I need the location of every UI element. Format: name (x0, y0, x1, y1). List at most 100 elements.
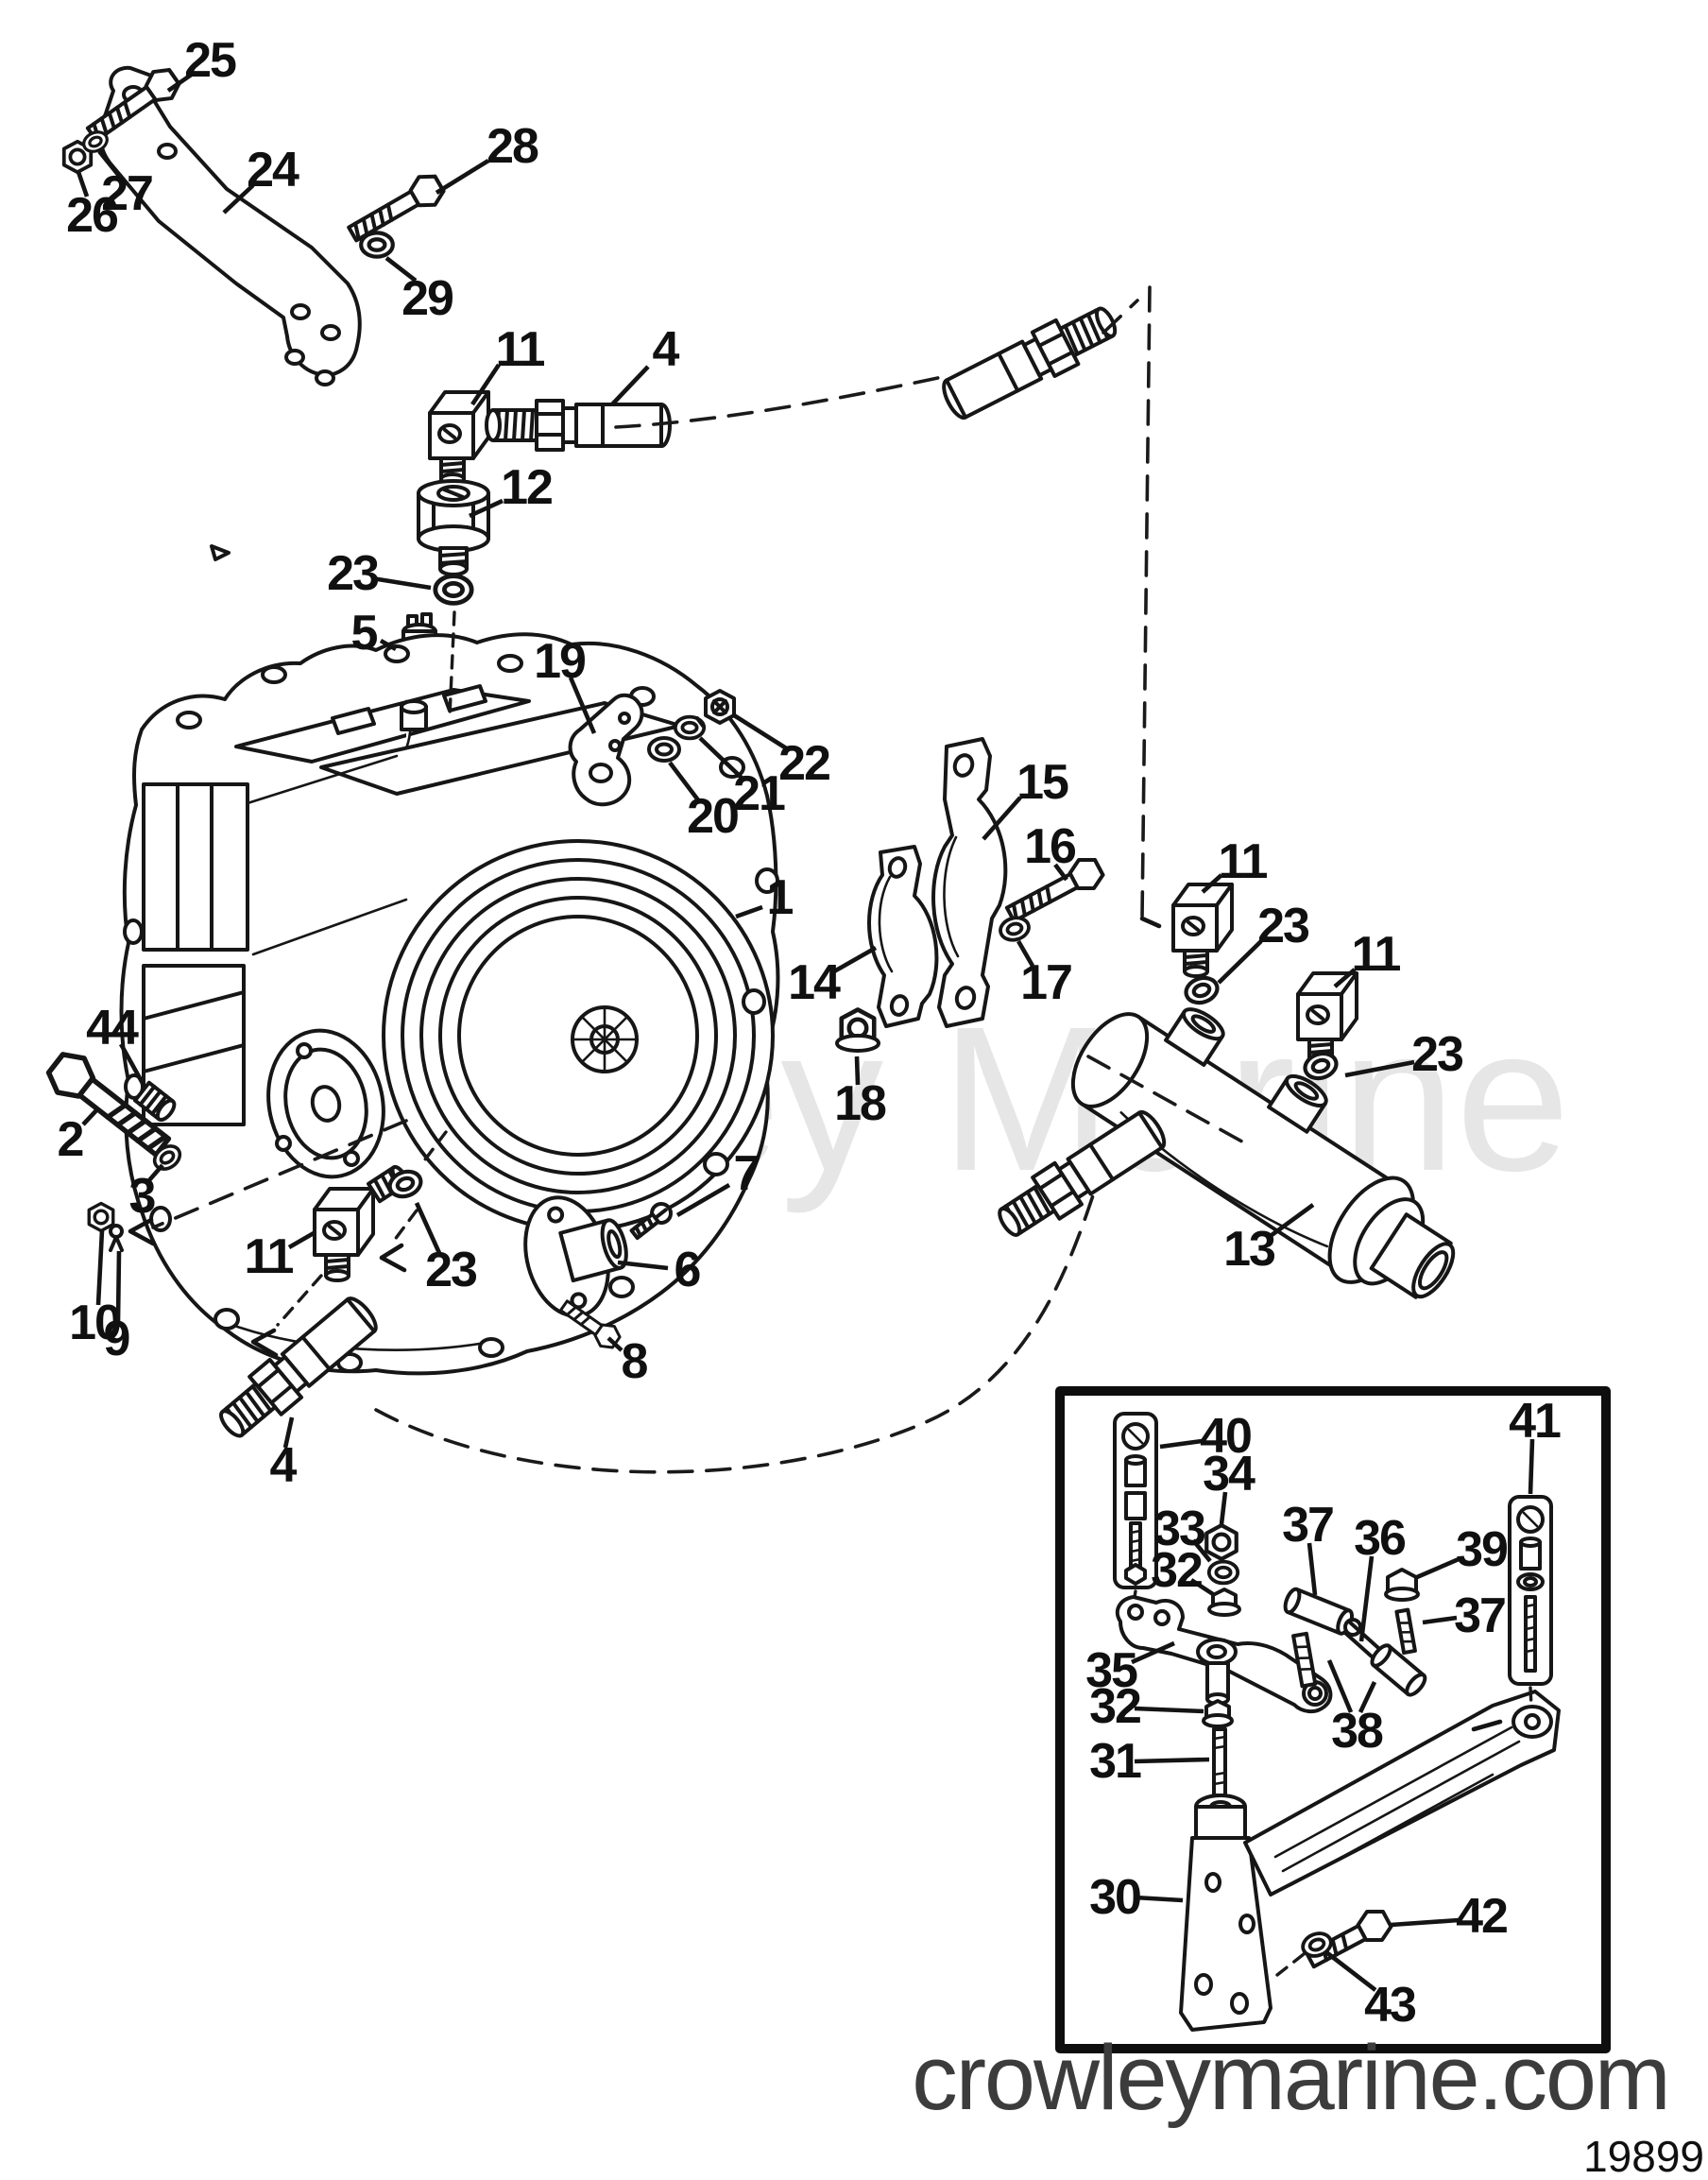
callout-11: 11 (496, 322, 545, 377)
callout-leader-line (166, 72, 195, 93)
callout-leader-line (568, 677, 597, 734)
callout-leader-line (832, 946, 878, 973)
callout-11: 11 (245, 1229, 294, 1284)
plug-44-icon (133, 1080, 177, 1123)
callout-1: 1 (767, 870, 794, 925)
sealing-washer-23-icon (436, 576, 471, 604)
bolt-8-icon (558, 1299, 622, 1349)
callout-leader-line (81, 1107, 100, 1126)
washer-20-icon (647, 736, 681, 763)
callout-23: 23 (1411, 1027, 1463, 1082)
callout-leader-line (617, 1260, 669, 1271)
callout-25: 25 (184, 33, 236, 88)
callout-leader-line (735, 904, 763, 919)
callout-3: 3 (129, 1169, 156, 1224)
callout-38: 38 (1331, 1704, 1383, 1759)
callout-leader-line (854, 1056, 861, 1086)
callout-leader-line (1390, 1917, 1460, 1928)
callout-21: 21 (733, 766, 785, 821)
callout-32: 32 (1089, 1679, 1140, 1734)
callout-35: 35 (1085, 1643, 1137, 1698)
callout-leader-line (606, 1336, 623, 1352)
callout-leader-line (287, 1231, 316, 1249)
callout-9: 9 (104, 1312, 129, 1366)
callout-40: 40 (1200, 1409, 1251, 1464)
callout-leader-line (1189, 1578, 1215, 1596)
callout-leader-line (1201, 873, 1223, 894)
callout-4: 4 (270, 1438, 298, 1493)
callout-14: 14 (788, 955, 841, 1010)
callout-31: 31 (1089, 1734, 1141, 1789)
callout-leader-line (1266, 1203, 1315, 1240)
pointer-mark-icon (210, 544, 231, 561)
callout-23: 23 (425, 1243, 477, 1297)
callout-29: 29 (401, 271, 453, 326)
callout-leader-line (1324, 1950, 1377, 1992)
callout-leader-line (1134, 1757, 1210, 1764)
screw-7-icon (629, 1202, 673, 1241)
callout-leader-line (1217, 939, 1263, 985)
callout-leader-line (414, 1202, 442, 1254)
callout-leader-line (469, 498, 504, 519)
callout-30: 30 (1089, 1870, 1140, 1925)
callout-leader-line (1416, 1556, 1460, 1580)
callout-37: 37 (1454, 1588, 1505, 1643)
callout-11: 11 (1219, 834, 1268, 889)
callout-leader-line (1307, 1542, 1318, 1596)
callout-6: 6 (675, 1243, 701, 1297)
callout-27: 27 (101, 166, 152, 221)
part-24-mounting-bracket (98, 65, 362, 386)
washer-17-icon (996, 913, 1033, 945)
callout-28: 28 (487, 119, 538, 174)
callout-17: 17 (1020, 955, 1071, 1010)
callout-leader-line (732, 713, 790, 751)
callout-18: 18 (834, 1076, 886, 1131)
callout-leader-line (470, 363, 501, 406)
callout-26: 26 (66, 188, 118, 243)
callout-24: 24 (247, 143, 299, 197)
callout-20: 20 (687, 789, 738, 844)
callout-22: 22 (778, 736, 829, 791)
callout-leader-line (435, 159, 490, 195)
callout-12: 12 (501, 460, 552, 515)
callout-leader-line (698, 736, 744, 781)
callout-41: 41 (1509, 1394, 1561, 1449)
callout-leader-line (95, 1229, 105, 1306)
elbow-fitting-11-icon (1171, 883, 1234, 978)
callout-leader-line (1333, 968, 1357, 988)
hose-nipple-icon (935, 295, 1125, 427)
callout-42: 42 (1456, 1889, 1507, 1944)
nut-10-icon (87, 1201, 115, 1233)
hose-fitting-4-icon (485, 399, 672, 452)
footer-site-link: crowleymarine.com (912, 2026, 1669, 2129)
callout-19: 19 (534, 634, 585, 689)
callout-leader-line (222, 183, 255, 215)
callout-leader-line (147, 1163, 164, 1182)
callout-15: 15 (1016, 755, 1068, 810)
callout-leader-line (1134, 1895, 1184, 1903)
callout-11: 11 (1352, 927, 1401, 982)
inset-parts (1113, 1412, 1561, 2032)
callout-33: 33 (1153, 1502, 1205, 1556)
callout-13: 13 (1223, 1222, 1275, 1277)
callout-5: 5 (351, 606, 378, 661)
nut-22-icon (704, 689, 736, 725)
callout-leader-line (1131, 1640, 1175, 1665)
callout-4: 4 (653, 322, 680, 377)
callout-leader-line (115, 1250, 122, 1322)
oil-cooler-13-icon (988, 1007, 1456, 1299)
bolt-28-icon (342, 167, 450, 250)
callout-16: 16 (1024, 819, 1076, 874)
callout-32: 32 (1151, 1543, 1202, 1598)
callout-leader-line (1358, 1681, 1377, 1713)
callout-leader-line (1191, 1538, 1212, 1563)
callout-leader-line (282, 1416, 295, 1449)
callout-leader-line (1053, 863, 1068, 882)
callout-8: 8 (622, 1334, 648, 1389)
assembly-dashed-lines (128, 285, 1251, 1474)
callout-leader-line (384, 256, 418, 283)
callout-7: 7 (734, 1146, 760, 1201)
washer-29-icon (361, 232, 393, 256)
